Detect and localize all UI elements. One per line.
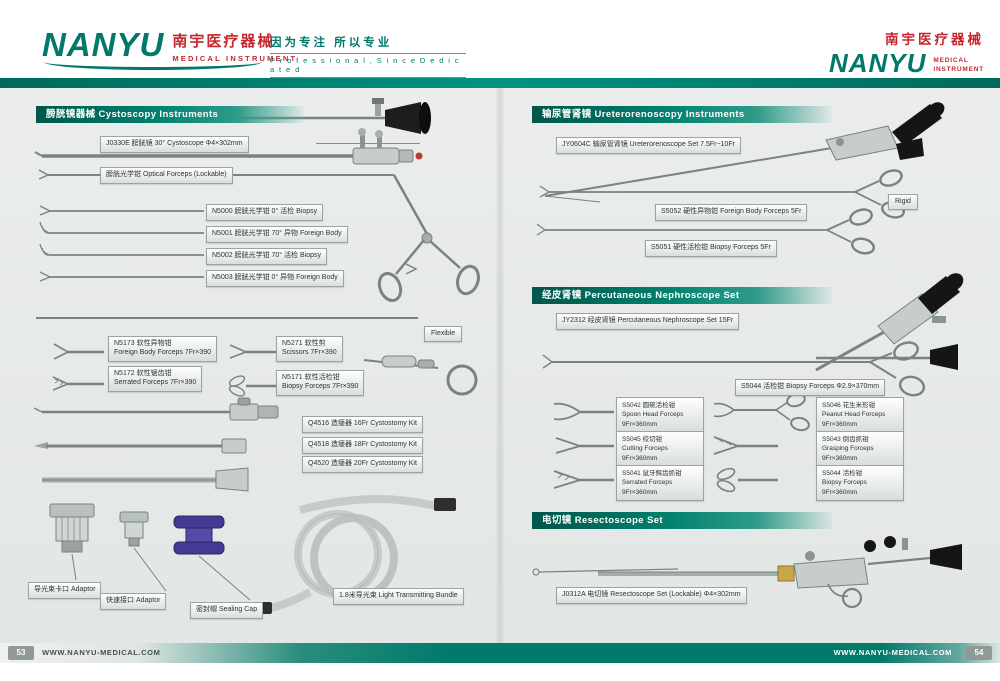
label-s5044-short-line3: 9Fr×360mm: [822, 488, 858, 496]
label-n5271-line2: Scissors 7Fr×390: [282, 348, 337, 356]
label-jy2312: JY2312 经皮肾镜 Percutaneous Nephroscope Set…: [556, 313, 740, 330]
label-q4516: Q4516 造瘘器 16Fr Cystostomy Kit: [302, 416, 423, 433]
label-s5042-line1: S5042 圆碗活检钳: [622, 402, 676, 409]
label-s5041-line2: Serrated Forceps: [622, 479, 673, 487]
flexible-forceps-illustration: [36, 317, 478, 397]
page-gutter-shadow: [495, 88, 505, 643]
brand-logo-left: NANYU 南宇医疗器械 MEDICAL INSTRUMENT: [42, 26, 298, 70]
resectoscope-illustration: [532, 536, 962, 609]
tagline-chinese: 因为专注 所以专业: [270, 37, 393, 49]
brand-subtitle-right-line1: MEDICAL: [933, 57, 969, 65]
label-s5043: S5043 倒齿抓钳 Grasping Forceps 9Fr×360mm: [816, 431, 904, 468]
brand-subtitle-right-line2: INSTRUMENT: [933, 65, 984, 73]
label-s5046: S5046 花生米形钳 Peanut Head Forceps 9Fr×360m…: [816, 397, 904, 434]
brand-wordmark-right: NANYU: [828, 48, 927, 78]
label-s5043-line3: 9Fr×360mm: [822, 454, 858, 462]
label-s5052: S5052 硬性异物钳 Foreign Body Forceps 5Fr: [655, 204, 808, 221]
label-n5171-line1: N5171 软性活检钳: [282, 374, 340, 381]
label-lightguide-adaptor: 导光束卡口 Adaptor: [28, 582, 102, 599]
label-n5171-line2: Biopsy Forceps 7Fr×390: [282, 382, 359, 390]
label-n5172: N5172 软性锯齿钳 Serrated Forceps 7Fr×390: [108, 366, 203, 392]
label-n5002: N5002 膀胱光学钳 70° 活检 Biopsy: [206, 248, 328, 265]
label-s5051: S5051 硬性活检钳 Biopsy Forceps 5Fr: [645, 240, 777, 257]
label-j0312a: J0312A 电切镜 Resectoscope Set (Lockable) Φ…: [556, 587, 747, 604]
label-s5046-line3: 9Fr×360mm: [822, 420, 858, 428]
footer-url-right: WWW.NANYU-MEDICAL.COM: [833, 648, 952, 657]
label-n5271-line1: N5271 软性剪: [282, 340, 326, 347]
label-sealing-cap: 密封帽 Sealing Cap: [190, 602, 264, 619]
brand-chinese: 南宇医疗器械: [172, 33, 275, 50]
label-n5271: N5271 软性剪 Scissors 7Fr×390: [276, 336, 343, 362]
label-optical-forceps: 膀胱光学钳 Optical Forceps (Lockable): [100, 167, 233, 184]
label-n5173-line1: N5173 软性异物钳: [114, 340, 172, 347]
section-header-ureterorenoscopy: 输尿管肾镜 Ureterorenoscopy Instruments: [532, 106, 832, 123]
label-cystoscope: J0330E 膀胱镜 30° Cystoscope Φ4×302mm: [100, 136, 249, 153]
section-header-resectoscope: 电切镜 Resectoscope Set: [532, 512, 832, 529]
label-n5001: N5001 膀胱光学钳 70° 异物 Foreign Body: [206, 226, 348, 243]
label-quick-adaptor: 快速接口 Adaptor: [100, 593, 167, 610]
label-s5044-short-line2: Biopsy Forceps: [822, 479, 867, 487]
label-s5046-line2: Peanut Head Forceps: [822, 411, 886, 419]
label-s5045-line2: Cutting Forceps: [622, 445, 668, 453]
section-header-nephroscope: 经皮肾镜 Percutaneous Nephroscope Set: [532, 287, 832, 304]
label-s5041-line3: 9Fr×360mm: [622, 488, 658, 496]
cystostomy-kits-illustration: [33, 397, 279, 492]
tag-rigid: Rigid: [888, 194, 918, 210]
label-n5173-line2: Foreign Body Forceps 7Fr×390: [114, 348, 212, 356]
label-s5042-line2: Spoon Head Forceps: [622, 411, 684, 419]
label-s5043-line2: Grasping Forceps: [822, 445, 874, 453]
forceps-tips-illustration: [553, 392, 810, 493]
ureterorenoscope-illustration: [544, 102, 945, 203]
header-divider-band: [0, 78, 1000, 88]
label-s5044-short: S5044 活检钳 Biopsy Forceps 9Fr×360mm: [816, 465, 904, 502]
label-s5042: S5042 圆碗活检钳 Spoon Head Forceps 9Fr×360mm: [616, 397, 704, 434]
brand-subtitle: MEDICAL INSTRUMENT: [172, 54, 298, 63]
label-n5172-line1: N5172 软性锯齿钳: [114, 370, 172, 377]
page-number-left: 53: [8, 646, 34, 660]
section-header-cystoscopy: 膀胱镜器械 Cystoscopy Instruments: [36, 106, 304, 123]
label-n5000: N5000 膀胱光学钳 0° 活检 Biopsy: [206, 204, 324, 221]
brand-chinese-right: 南宇医疗器械: [885, 32, 984, 47]
label-q4518: Q4518 造瘘器 18Fr Cystostomy Kit: [302, 437, 423, 454]
label-s5045-line3: 9Fr×360mm: [622, 454, 658, 462]
label-s5041: S5041 鼠牙鳄齿抓钳 Serrated Forceps 9Fr×360mm: [616, 465, 704, 502]
label-light-bundle: 1.8米导光束 Light Transmitting Bundle: [333, 588, 464, 605]
nephro-biopsy-forceps-illustration: [542, 341, 926, 397]
brand-subtitle-right: MEDICAL INSTRUMENT: [933, 57, 984, 74]
optical-forceps-shafts-illustration: [39, 205, 204, 282]
tagline-english: P r o f e s s i o n a l , S i n c e D e …: [270, 53, 466, 78]
label-n5173: N5173 软性异物钳 Foreign Body Forceps 7Fr×390: [108, 336, 218, 362]
tag-flexible: Flexible: [424, 326, 463, 342]
tagline-block: 因为专注 所以专业 P r o f e s s i o n a l , S i …: [270, 34, 466, 78]
brand-logo-right: 南宇医疗器械 NANYU MEDICAL INSTRUMENT: [829, 28, 984, 76]
footer-url-left: WWW.NANYU-MEDICAL.COM: [42, 648, 161, 657]
page-number-right: 54: [966, 646, 992, 660]
label-s5043-line1: S5043 倒齿抓钳: [822, 436, 869, 443]
leader-line: [316, 143, 420, 144]
label-q4520: Q4520 造瘘器 20Fr Cystostomy Kit: [302, 456, 423, 473]
label-s5042-line3: 9Fr×360mm: [622, 420, 658, 428]
adaptors-illustration: [49, 503, 251, 601]
footer-bar: [0, 643, 1000, 663]
label-jy0604c: JY0604C 输尿管肾镜 Ureterorenoscope Set 7.5Fr…: [556, 137, 741, 154]
label-s5044-short-line1: S5044 活检钳: [822, 470, 863, 477]
label-s5041-line1: S5041 鼠牙鳄齿抓钳: [622, 470, 682, 477]
label-n5003: N5003 膀胱光学钳 0° 异物 Foreign Body: [206, 270, 344, 287]
brand-wordmark: NANYU: [42, 26, 165, 63]
label-s5044-long: S5044 活检钳 Biopsy Forceps Φ2.9×370mm: [735, 379, 886, 396]
label-n5172-line2: Serrated Forceps 7Fr×390: [114, 378, 197, 386]
label-s5045-line1: S5045 绞切钳: [622, 436, 663, 443]
label-s5046-line1: S5046 花生米形钳: [822, 402, 876, 409]
label-n5171: N5171 软性活检钳 Biopsy Forceps 7Fr×390: [276, 370, 365, 396]
label-s5045: S5045 绞切钳 Cutting Forceps 9Fr×360mm: [616, 431, 704, 468]
logo-swoosh: [44, 62, 262, 70]
